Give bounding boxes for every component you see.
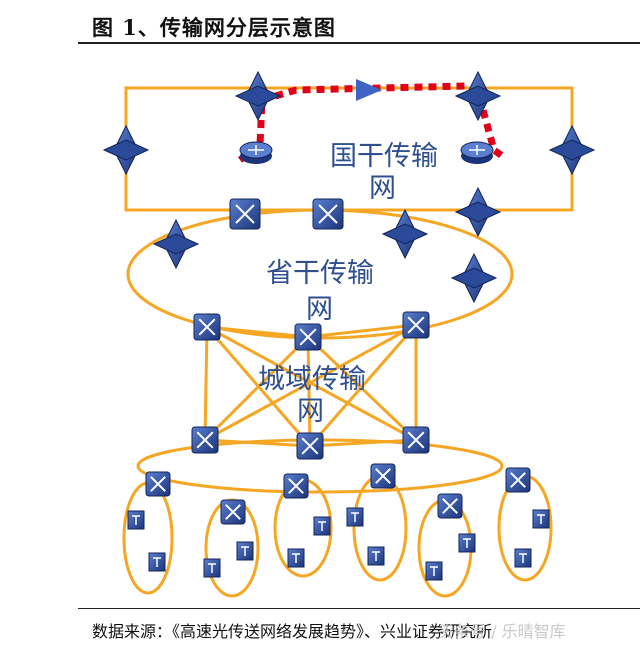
terminal-icon [148,552,166,572]
terminal-icon [236,541,254,561]
metro-cross-connect-icon [191,426,219,454]
access-cross-connect-icon [437,493,463,519]
metro-cross-connect-icon [402,426,430,454]
metro-network-label-2: 网 [297,396,324,427]
national-ring-node-icon [454,186,502,238]
access-cross-connect-icon [505,467,531,493]
top-divider [78,42,640,44]
terminal-icon [514,548,532,568]
metro-cross-connect-icon [193,313,221,341]
terminal-icon [458,533,476,553]
terminal-icon [287,548,305,568]
access-cross-connect-icon [370,463,396,489]
direction-arrow-icon [356,79,382,101]
provincial-network-label-2: 网 [306,294,333,325]
metro-cross-connect-icon [402,311,430,339]
national-ring-node-icon [102,124,150,176]
router-icon [460,141,494,164]
metro-cross-connect-icon [294,323,322,351]
data-source-note: 数据来源：《高速光传送网络发展趋势》、兴业证券研究所 [92,622,493,641]
service-path [237,79,508,163]
provincial-cross-connect-icon [312,198,344,230]
metro-cross-connect-icon [296,432,324,460]
figure-title: 图 1、传输网分层示意图 [92,15,336,40]
national-ring-node-icon [548,124,596,176]
terminal-icon [346,507,364,527]
provincial-cross-connect-icon [229,198,261,230]
terminal-icon [425,561,443,581]
access-cross-connect-icon [145,471,171,497]
provincial-ring-node-icon [450,252,498,304]
provincial-network-label: 省干传输 [266,258,374,289]
provincial-ring-node-icon [152,218,200,270]
terminal-icon [203,558,221,578]
access-loops [122,474,553,598]
watermark: 头条号 / 乐晴智库 [438,622,566,641]
terminal-icon [532,509,550,529]
provincial-ring-node-icon [381,208,429,260]
access-cross-connect-icon [220,499,246,525]
national-network-label-2: 网 [369,173,396,204]
terminal-icon [313,516,331,536]
metro-network-label: 城域传输 [258,364,366,395]
router-icon [239,141,273,164]
terminal-icon [127,510,145,530]
national-ring-node-icon [234,70,282,122]
terminal-icon [367,546,385,566]
access-cross-connect-icon [283,473,309,499]
bottom-divider [78,608,640,609]
national-ring-node-icon [454,70,502,122]
national-network-label: 国干传输 [330,141,438,172]
